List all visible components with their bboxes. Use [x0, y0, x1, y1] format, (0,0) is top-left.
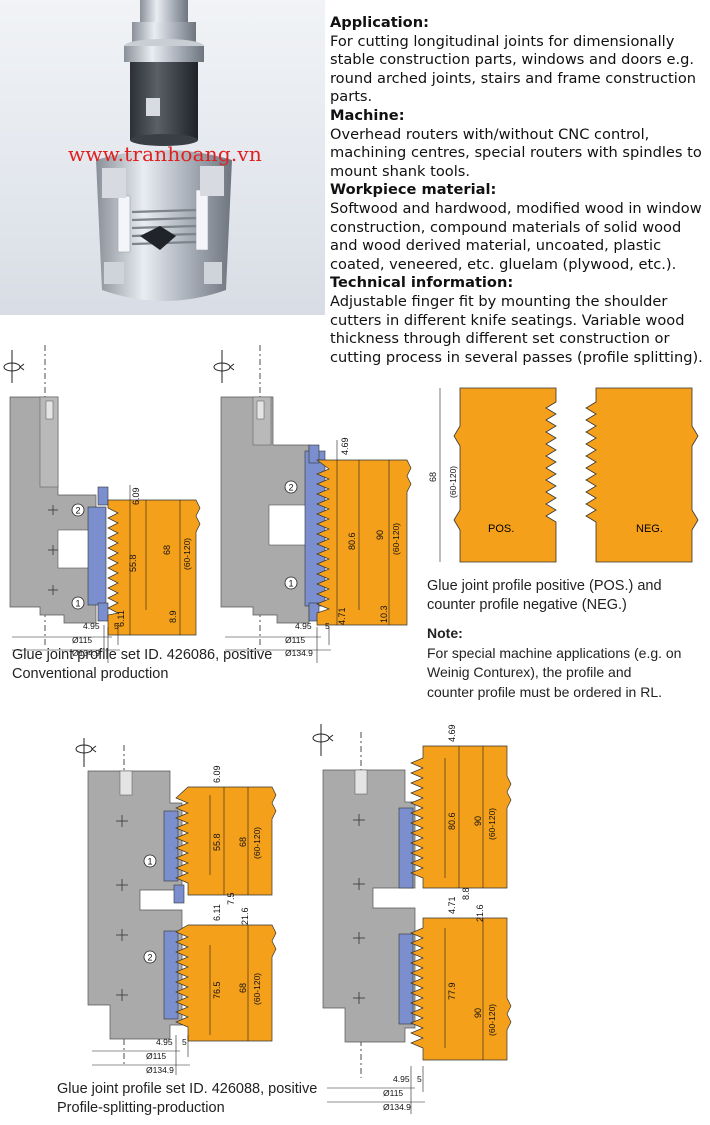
- dim-height-top: 90: [473, 816, 483, 826]
- tool-illustration: [96, 0, 232, 301]
- dim-height: 68: [428, 472, 438, 482]
- dim-range-bottom: (60-120): [487, 1004, 497, 1036]
- dim-range-top: (60-120): [252, 827, 262, 859]
- dim-mid-bottom: 76.5: [212, 981, 222, 999]
- dim-range-bottom: (60-120): [252, 973, 262, 1005]
- dim-495: 4.95: [156, 1037, 173, 1047]
- note-line1: For special machine applications (e.g. o…: [427, 644, 682, 661]
- note-line2: Weinig Conturex), the profile and: [427, 664, 632, 680]
- circle-label-bottom: 1: [75, 599, 80, 609]
- dim-height: 90: [375, 530, 385, 540]
- dim-1349: Ø134.9: [383, 1102, 411, 1112]
- dim-bottom-right: 8.9: [168, 610, 178, 623]
- application-text: For cutting longitudinal joints for dime…: [330, 32, 697, 106]
- caption-profile-line2: counter profile negative (NEG.): [427, 597, 627, 613]
- dim-115: Ø115: [72, 635, 92, 645]
- dim-gap-c: 21.6: [240, 907, 250, 925]
- dim-1349: Ø134.9: [285, 648, 313, 658]
- product-info: Application: For cutting longitudinal jo…: [330, 14, 708, 367]
- diagram-set-426086-68: 2 1 6.09 55.8 68 (60-120) 6.11 8.9 4.95 …: [3, 345, 201, 663]
- note-heading: Note:: [427, 625, 463, 641]
- caption-set2-line2: Profile-splitting-production: [57, 1100, 225, 1116]
- dim-range: (60-120): [182, 538, 192, 570]
- dim-495: 4.95: [295, 621, 312, 631]
- caption-set2-line1: Glue joint profile set ID. 426088, posit…: [57, 1081, 318, 1097]
- machine-heading: Machine:: [330, 106, 405, 124]
- diagram-set-426088-90: 4.69 80.6 90 (60-120) 4.71 8.8 21.6 77.9…: [312, 724, 512, 1114]
- dim-range: (60-120): [448, 466, 458, 498]
- product-photo: www.tranhoang.vn: [0, 0, 325, 315]
- caption-set-426086: Glue joint profile set ID. 426086, posit…: [12, 646, 342, 684]
- rotation-arrow-icon: [312, 724, 334, 756]
- note-line3: counter profile must be ordered in RL.: [427, 683, 663, 700]
- pos-label: POS.: [488, 523, 514, 535]
- dim-height-top: 68: [238, 837, 248, 847]
- note-block: Note: For special machine applications (…: [427, 624, 709, 702]
- diagram-set-426086-90: 2 1 4.69 80.6 90 (60-120) 4.71 10.3 4.95…: [213, 345, 412, 663]
- caption-profile: Glue joint profile positive (POS.) and c…: [427, 577, 709, 615]
- dim-115: Ø115: [285, 635, 305, 645]
- dim-height: 68: [162, 545, 172, 555]
- pos-profile: [453, 387, 557, 563]
- neg-profile: [585, 387, 699, 563]
- caption-set1-line2: Conventional production: [12, 666, 169, 682]
- dim-range: (60-120): [391, 523, 401, 555]
- dim-bottom-right: 10.3: [379, 605, 389, 623]
- rotation-arrow-icon: [213, 350, 235, 383]
- neg-label: NEG.: [636, 523, 663, 535]
- dim-115: Ø115: [383, 1088, 403, 1098]
- dim-height-bottom: 68: [238, 983, 248, 993]
- machine-text: Overhead routers with/without CNC contro…: [330, 125, 702, 180]
- dim-bottom-left: 4.71: [337, 607, 347, 625]
- technical-text: Adjustable finger fit by mounting the sh…: [330, 292, 703, 366]
- dim-top: 6.09: [212, 765, 222, 783]
- circle-label-top: 1: [147, 857, 152, 867]
- dim-5: 5: [417, 1074, 422, 1084]
- dim-gap-b: 8.8: [461, 887, 471, 900]
- dim-top: 4.69: [340, 437, 350, 455]
- rotation-arrow-icon: [3, 350, 25, 383]
- caption-set-426088: Glue joint profile set ID. 426088, posit…: [57, 1080, 377, 1118]
- dim-gap-c: 21.6: [475, 904, 485, 922]
- dim-gap-b: 7.5: [226, 892, 236, 905]
- dim-range-top: (60-120): [487, 808, 497, 840]
- watermark-url: www.tranhoang.vn: [68, 142, 263, 166]
- dim-mid: 80.6: [347, 532, 357, 550]
- dim-1349: Ø134.9: [146, 1065, 174, 1075]
- dim-gap-a: 6.11: [212, 904, 222, 921]
- dim-115: Ø115: [146, 1051, 166, 1061]
- dim-mid: 55.8: [128, 554, 138, 572]
- dim-495: 4.95: [83, 621, 100, 631]
- dim-mid-bottom: 77.9: [447, 982, 457, 1000]
- dim-mid-top: 55.8: [212, 833, 222, 851]
- workpiece-text: Softwood and hardwood, modified wood in …: [330, 199, 702, 273]
- application-heading: Application:: [330, 14, 429, 31]
- dim-1349: Ø134.9: [72, 648, 100, 658]
- dim-height-bottom: 90: [473, 1008, 483, 1018]
- rotation-arrow-icon: [75, 738, 97, 767]
- circle-label-bottom: 2: [147, 953, 152, 963]
- circle-label-bottom: 1: [288, 579, 293, 589]
- dim-5: 5: [325, 621, 330, 631]
- dim-top: 6.09: [131, 487, 141, 505]
- technical-heading: Technical information:: [330, 274, 514, 292]
- circle-label-top: 2: [288, 483, 293, 493]
- dim-5: 5: [114, 621, 119, 631]
- circle-label-top: 2: [75, 506, 80, 516]
- dim-top: 4.69: [447, 724, 457, 742]
- dim-bottom-left: 6.11: [116, 610, 126, 627]
- diagram-set-426088-68: 1 2 6.09 55.8 68 (60-120) 6.11 7.5 21.6 …: [75, 738, 277, 1075]
- dim-gap-a: 4.71: [447, 896, 457, 914]
- dim-mid-top: 80.6: [447, 812, 457, 830]
- workpiece-heading: Workpiece material:: [330, 181, 497, 199]
- caption-profile-line1: Glue joint profile positive (POS.) and: [427, 578, 662, 594]
- diagram-profile-pos-neg: 68 (60-120) POS. NEG.: [428, 387, 699, 563]
- dim-5: 5: [182, 1037, 187, 1047]
- caption-set1-line1: Glue joint profile set ID. 426086, posit…: [12, 647, 273, 663]
- dim-495: 4.95: [393, 1074, 410, 1084]
